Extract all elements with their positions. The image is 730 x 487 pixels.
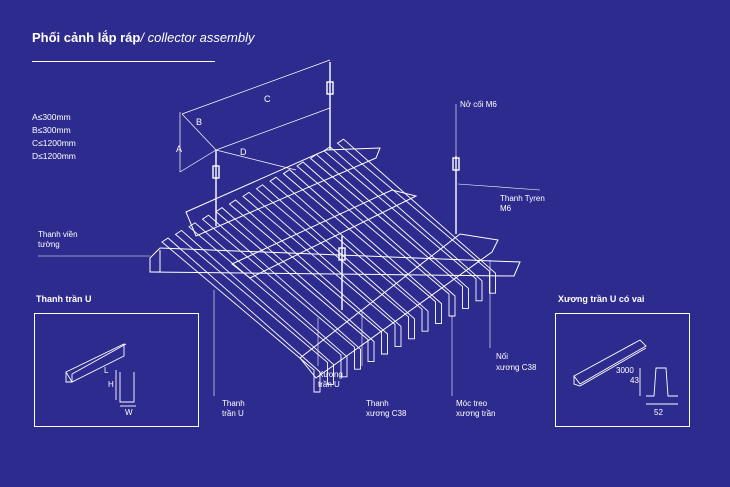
u-label-l: L — [104, 366, 109, 375]
ceiling-slat — [228, 199, 388, 355]
label-thanh-u-2: trần U — [222, 409, 244, 418]
channel-body — [573, 339, 647, 385]
title-vn: Phối cảnh lắp ráp — [32, 30, 141, 45]
hanger-rods — [212, 62, 460, 310]
spec-b: B≤300mm — [32, 125, 71, 135]
detail-right-title: Xương trần U có vai — [558, 294, 645, 304]
u-section — [119, 372, 135, 403]
label-vien-2: tường — [38, 240, 60, 249]
ceiling-slat — [215, 207, 375, 363]
channel-section — [646, 367, 678, 397]
leader-lines — [38, 104, 541, 396]
hanger-spring-1 — [326, 81, 334, 95]
detail-box-left — [34, 313, 199, 427]
label-noi-1: Nối — [496, 352, 509, 361]
channel-label-h: 43 — [630, 376, 639, 385]
hanger-spring-3 — [452, 157, 460, 171]
spec-list: A≤300mm B≤300mm C≤1200mm D≤1200mm — [32, 111, 76, 163]
label-moc-1: Móc treo — [456, 399, 488, 408]
label-xuong-c38-2: xương C38 — [366, 409, 407, 418]
label-xuong-u-1: Xương — [318, 370, 343, 379]
ceiling-slat — [201, 214, 361, 370]
detail-left-title: Thanh trần U — [36, 294, 92, 304]
label-tyren-2: M6 — [500, 204, 512, 213]
wall-trim — [149, 247, 521, 277]
dim-b: B — [196, 117, 203, 127]
ceiling-slat — [174, 229, 334, 385]
ceiling-slat — [188, 222, 348, 378]
dim-b-line — [181, 113, 217, 151]
label-tyren-1: Thanh Tyren — [500, 194, 545, 203]
ceiling-slat — [296, 161, 456, 317]
channel-label-len: 3000 — [616, 366, 634, 375]
dim-a: A — [176, 144, 183, 154]
label-xuong-c38-1: Thanh — [366, 399, 389, 408]
carrier-rail-back — [185, 147, 381, 237]
u-label-h: H — [108, 380, 114, 389]
label-noi-2: xương C38 — [496, 363, 537, 372]
dim-d-line — [215, 149, 297, 171]
ceiling-slats — [161, 138, 496, 393]
dim-a-b-link — [179, 149, 217, 173]
spec-d: D≤1200mm — [32, 151, 76, 161]
wall-trim-end — [149, 250, 161, 273]
carrier-rail-front — [299, 233, 499, 379]
u-profile-top — [65, 343, 127, 383]
leader-tyren — [457, 183, 541, 191]
u-label-w: W — [125, 408, 133, 417]
spec-a: A≤300mm — [32, 112, 71, 122]
channel-label-w: 52 — [654, 408, 663, 417]
dim-c-ext — [215, 107, 331, 151]
page-title: Phối cảnh lắp ráp/ collector assembly — [32, 30, 255, 45]
ceiling-slat — [336, 138, 496, 294]
ceiling-slat — [269, 176, 429, 332]
spec-c: C≤1200mm — [32, 138, 76, 148]
u-profile-body — [65, 343, 125, 383]
dimension-lines — [179, 59, 331, 173]
dim-c: C — [264, 94, 271, 104]
label-moc-2: xương trần — [456, 409, 496, 418]
dim-d: D — [240, 147, 247, 157]
dim-c-line — [181, 59, 331, 115]
label-no-coi: Nở cối M6 — [460, 100, 497, 109]
detail-box-right — [555, 313, 690, 427]
detail-shoulder-channel — [573, 339, 678, 405]
ceiling-slat — [161, 237, 321, 393]
detail-u-profile — [65, 343, 136, 407]
label-thanh-u-1: Thanh — [222, 399, 245, 408]
title-en: / collector assembly — [140, 30, 255, 45]
title-underline — [32, 61, 215, 62]
hanger-spring-4 — [338, 247, 346, 261]
label-xuong-u-2: trần U — [318, 380, 340, 389]
ceiling-slat — [255, 184, 415, 340]
channel-face — [573, 347, 647, 387]
label-vien-1: Thanh viền — [38, 230, 78, 239]
ceiling-slat — [242, 191, 402, 347]
hanger-spring-2 — [212, 165, 220, 179]
ceiling-slat — [282, 169, 442, 325]
